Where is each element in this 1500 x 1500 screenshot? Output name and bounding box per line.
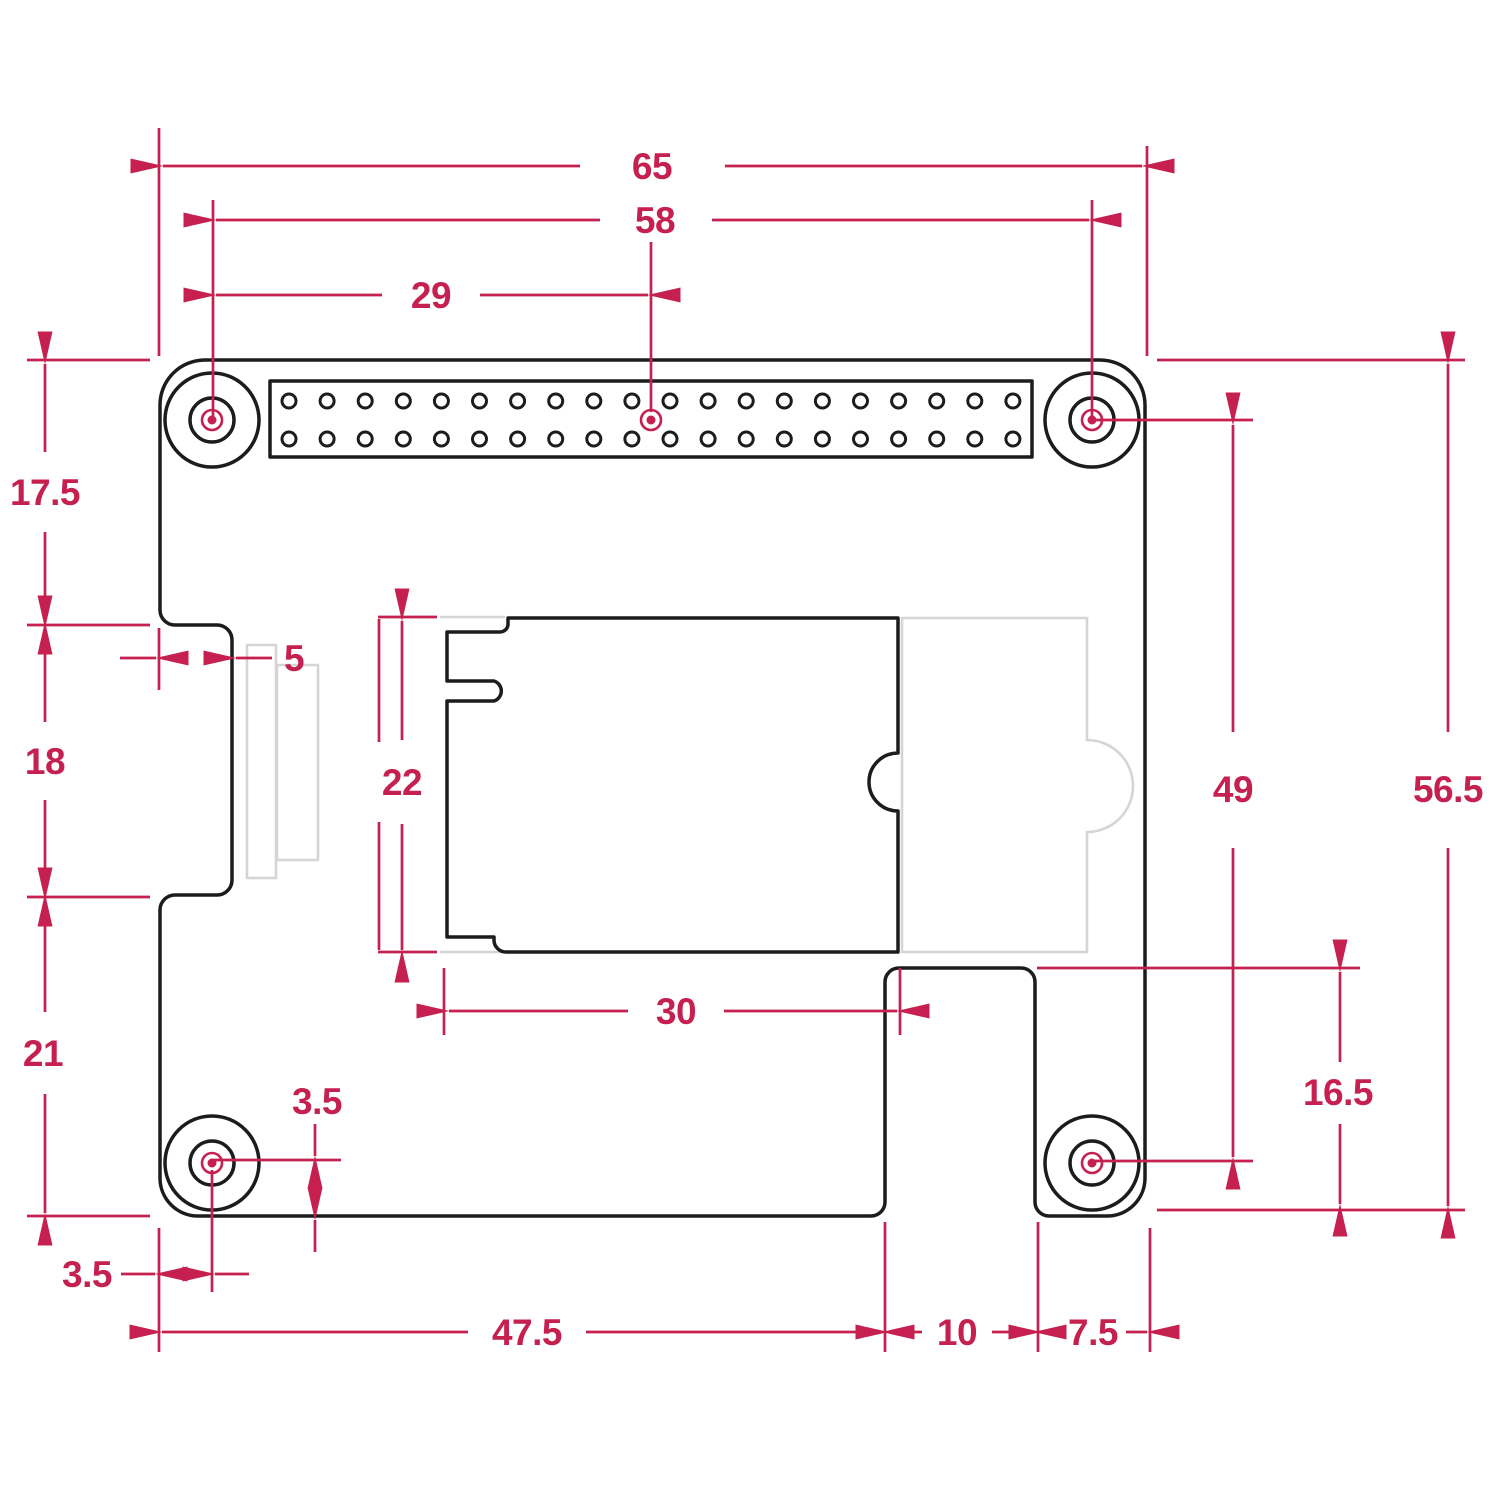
gpio-pin-hole bbox=[699, 430, 717, 448]
gpio-pin-hole bbox=[585, 392, 603, 410]
gpio-pin-hole bbox=[661, 430, 679, 448]
gpio-pin-hole bbox=[394, 430, 412, 448]
dim-overall-height: 56.5 bbox=[1413, 331, 1484, 1239]
gpio-pin-hole bbox=[509, 430, 527, 448]
ghost-flex-connector-outer bbox=[245, 643, 278, 880]
dim-cutout-height: 16.5 bbox=[1303, 939, 1374, 1237]
mounting-hole-bottom-right bbox=[1043, 1114, 1141, 1212]
dim-hole-spacing-x: 58 bbox=[183, 200, 1122, 241]
dim-label-connector-offset: 5 bbox=[284, 638, 304, 679]
ghost-flex-connector-inner bbox=[275, 663, 320, 862]
gpio-pin-hole bbox=[699, 392, 717, 410]
dim-notch-to-bottom: 21 bbox=[23, 867, 64, 1246]
gpio-pin-hole bbox=[356, 392, 374, 410]
gpio-pin-hole bbox=[737, 392, 755, 410]
dim-jack-height: 22 bbox=[382, 588, 423, 983]
ghost-geometry bbox=[245, 615, 1135, 954]
dim-jack-width: 30 bbox=[416, 991, 930, 1032]
gpio-pin-hole bbox=[966, 430, 984, 448]
gpio-pin-hole bbox=[356, 430, 374, 448]
hole-center-marker bbox=[1080, 1151, 1104, 1175]
dim-top-to-notch: 17.5 bbox=[10, 331, 81, 655]
gpio-pin-hole bbox=[318, 392, 336, 410]
gpio-pin-hole bbox=[432, 430, 450, 448]
gpio-pin-hole bbox=[394, 392, 412, 410]
gpio-pin-hole bbox=[737, 430, 755, 448]
dim-label-hole-spacing-x: 58 bbox=[635, 200, 675, 241]
gpio-pin-hole bbox=[471, 392, 488, 410]
dim-header-center: 29 bbox=[183, 275, 681, 316]
gpio-pin-hole bbox=[547, 430, 565, 448]
center-markers bbox=[200, 408, 1104, 1175]
dim-label-notch-to-bottom: 21 bbox=[23, 1033, 63, 1074]
dim-label-jack-width: 30 bbox=[656, 991, 696, 1032]
header-center-marker bbox=[639, 408, 663, 432]
dim-label-jack-height: 22 bbox=[382, 762, 422, 803]
dim-label-cutout-to-right-edge: 7.5 bbox=[1068, 1312, 1118, 1353]
dim-cutout-to-right-edge: 7.5 bbox=[1008, 1312, 1180, 1353]
dim-hole-to-bottom-edge: 3.5 bbox=[292, 1081, 342, 1252]
dim-label-hole-to-left-edge: 3.5 bbox=[62, 1254, 112, 1295]
gpio-pin-hole bbox=[432, 392, 450, 410]
dim-label-hole-spacing-y: 49 bbox=[1213, 769, 1253, 810]
gpio-pin-hole bbox=[623, 430, 641, 448]
gpio-pin-hole bbox=[813, 430, 831, 448]
gpio-pin-hole bbox=[852, 392, 869, 410]
extension-lines bbox=[27, 128, 1465, 1352]
gpio-pin-hole bbox=[585, 430, 603, 448]
dim-left-to-cutout: 47.5 bbox=[129, 1312, 915, 1353]
dim-label-header-center: 29 bbox=[411, 275, 451, 316]
dim-notch-height: 18 bbox=[25, 595, 66, 927]
dim-cutout-width: 10 bbox=[855, 1312, 1067, 1353]
dim-label-cutout-width: 10 bbox=[937, 1312, 977, 1353]
gpio-pin-hole bbox=[318, 430, 336, 448]
dim-hole-spacing-y: 49 bbox=[1213, 392, 1254, 1190]
gpio-pin-hole bbox=[890, 430, 908, 448]
gpio-pin-hole bbox=[661, 392, 679, 410]
dim-label-notch-height: 18 bbox=[25, 741, 65, 782]
gpio-header-pins bbox=[280, 392, 1022, 448]
dim-hole-to-left-edge: 3.5 bbox=[62, 1254, 249, 1295]
gpio-pin-hole bbox=[852, 430, 869, 448]
dim-overall-width: 65 bbox=[130, 146, 1175, 187]
gpio-pin-hole bbox=[1004, 430, 1022, 448]
gpio-pin-hole bbox=[509, 392, 527, 410]
gpio-pin-hole bbox=[471, 430, 488, 448]
gpio-pin-hole bbox=[280, 392, 298, 410]
gpio-pin-hole bbox=[547, 392, 565, 410]
gpio-pin-hole bbox=[623, 392, 641, 410]
ghost-jack-body bbox=[900, 616, 1135, 954]
dim-label-left-to-cutout: 47.5 bbox=[492, 1312, 562, 1353]
dim-label-cutout-height: 16.5 bbox=[1303, 1072, 1373, 1113]
gpio-pin-hole bbox=[928, 392, 946, 410]
gpio-pin-hole bbox=[890, 392, 908, 410]
board-outline bbox=[158, 358, 1147, 1218]
dim-label-top-to-notch: 17.5 bbox=[10, 472, 80, 513]
dim-connector-offset: 5 bbox=[120, 638, 305, 679]
dim-label-overall-height: 56.5 bbox=[1413, 769, 1483, 810]
ethernet-jack-outline bbox=[445, 616, 900, 954]
gpio-pin-hole bbox=[813, 392, 831, 410]
dim-label-overall-width: 65 bbox=[632, 146, 672, 187]
gpio-pin-hole bbox=[928, 430, 946, 448]
gpio-pin-hole bbox=[1004, 392, 1022, 410]
dim-label-hole-to-bottom-edge: 3.5 bbox=[292, 1081, 342, 1122]
gpio-pin-hole bbox=[775, 392, 793, 410]
gpio-pin-hole bbox=[775, 430, 793, 448]
gpio-pin-hole bbox=[966, 392, 984, 410]
gpio-pin-hole bbox=[280, 430, 298, 448]
